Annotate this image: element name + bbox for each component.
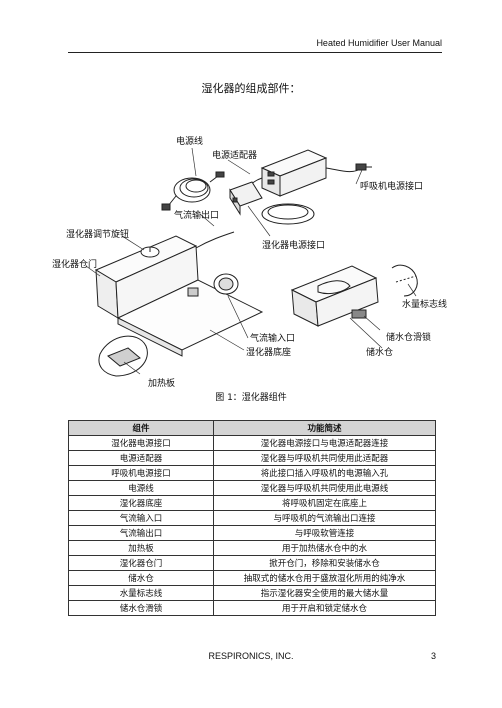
- component-name: 气流输出口: [68, 525, 214, 541]
- table-row: 水量标志线指示湿化器安全使用的最大储水量: [68, 585, 436, 601]
- power-cord-drawing: [161, 171, 225, 211]
- water-tank-drawing: [290, 265, 379, 327]
- humidifier-power-port-drawing: [229, 181, 263, 216]
- component-description: 与呼吸机的气流输出口连接: [213, 510, 436, 526]
- heater-plate-detail: [98, 335, 148, 377]
- figure-caption: 图 1：湿化器组件: [215, 393, 287, 403]
- label-humidifier-base: 湿化器底座: [246, 348, 292, 358]
- table-row: 加热板用于加热储水仓中的水: [68, 540, 436, 556]
- component-description: 将此接口插入呼吸机的电源输入孔: [213, 465, 436, 481]
- label-air-outlet: 气流输出口: [174, 211, 220, 221]
- label-air-inlet: 气流输入口: [250, 334, 296, 344]
- table-row: 呼吸机电源接口将此接口插入呼吸机的电源输入孔: [68, 465, 436, 481]
- component-name: 加热板: [68, 540, 214, 556]
- table-row: 湿化器底座将呼吸机固定在底座上: [68, 495, 436, 511]
- page-number: 3: [430, 651, 436, 661]
- table-header-function: 功能简述: [213, 420, 436, 436]
- table-row: 电源适配器湿化器与呼吸机共同使用此适配器: [68, 450, 436, 466]
- table-row: 湿化器电源接口湿化器电源接口与电源适配器连接: [68, 435, 436, 451]
- component-name: 湿化器底座: [68, 495, 214, 511]
- label-humidifier-door: 湿化器仓门: [52, 260, 98, 270]
- component-description: 湿化器与呼吸机共同使用此电源线: [213, 480, 436, 496]
- component-description: 抽取式的储水仓用于盛放湿化所用的纯净水: [213, 570, 436, 586]
- footer-company: RESPIRONICS, INC.: [208, 651, 294, 661]
- water-level-detail: [391, 264, 418, 297]
- table-row: 气流输入口与呼吸机的气流输出口连接: [68, 510, 436, 526]
- table-header-row: 组件 功能简述: [68, 420, 436, 436]
- component-description: 用于加热储水仓中的水: [213, 540, 436, 556]
- label-adjust-knob: 湿化器调节旋钮: [66, 230, 130, 240]
- humidifier-components-figure: [85, 147, 418, 377]
- header-rule: [68, 52, 442, 53]
- table-row: 气流输出口与呼吸软管连接: [68, 525, 436, 541]
- component-name: 呼吸机电源接口: [68, 465, 214, 481]
- component-description: 用于开启和锁定储水仓: [213, 600, 436, 616]
- label-tank-latch: 储水仓滑锁: [386, 333, 432, 343]
- component-name: 湿化器电源接口: [68, 435, 214, 451]
- component-name: 储水仓: [68, 570, 214, 586]
- table-row: 储水仓滑锁用于开启和锁定储水仓: [68, 600, 436, 616]
- label-power-adapter: 电源适配器: [212, 151, 258, 161]
- label-water-tank: 储水仓: [366, 348, 394, 358]
- table-row: 湿化器仓门掀开仓门，移除和安装储水仓: [68, 555, 436, 571]
- component-description: 与呼吸软管连接: [213, 525, 436, 541]
- components-table: 组件 功能简述 湿化器电源接口湿化器电源接口与电源适配器连接 电源适配器湿化器与…: [68, 420, 436, 616]
- table-row: 电源线湿化器与呼吸机共同使用此电源线: [68, 480, 436, 496]
- component-name: 水量标志线: [68, 585, 214, 601]
- table-row: 储水仓抽取式的储水仓用于盛放湿化所用的纯净水: [68, 570, 436, 586]
- humidifier-body-drawing: [94, 235, 264, 357]
- label-power-cord: 电源线: [176, 137, 204, 147]
- table-header-component: 组件: [68, 420, 214, 436]
- component-description: 湿化器与呼吸机共同使用此适配器: [213, 450, 436, 466]
- label-heater-plate: 加热板: [148, 379, 176, 389]
- component-name: 湿化器仓门: [68, 555, 214, 571]
- component-description: 将呼吸机固定在底座上: [213, 495, 436, 511]
- component-description: 掀开仓门，移除和安装储水仓: [213, 555, 436, 571]
- component-name: 气流输入口: [68, 510, 214, 526]
- label-humidifier-power-port: 湿化器电源接口: [262, 241, 326, 251]
- label-ventilator-power-port: 呼吸机电源接口: [360, 182, 424, 192]
- component-name: 电源适配器: [68, 450, 214, 466]
- component-description: 指示湿化器安全使用的最大储水量: [213, 585, 436, 601]
- page-title: 湿化器的组成部件：: [201, 82, 301, 95]
- component-name: 储水仓滑锁: [68, 600, 214, 616]
- component-name: 电源线: [68, 480, 214, 496]
- power-adapter-drawing: [260, 149, 328, 197]
- running-header: Heated Humidifier User Manual: [316, 38, 442, 48]
- label-water-level-line: 水量标志线: [402, 300, 448, 310]
- component-description: 湿化器电源接口与电源适配器连接: [213, 435, 436, 451]
